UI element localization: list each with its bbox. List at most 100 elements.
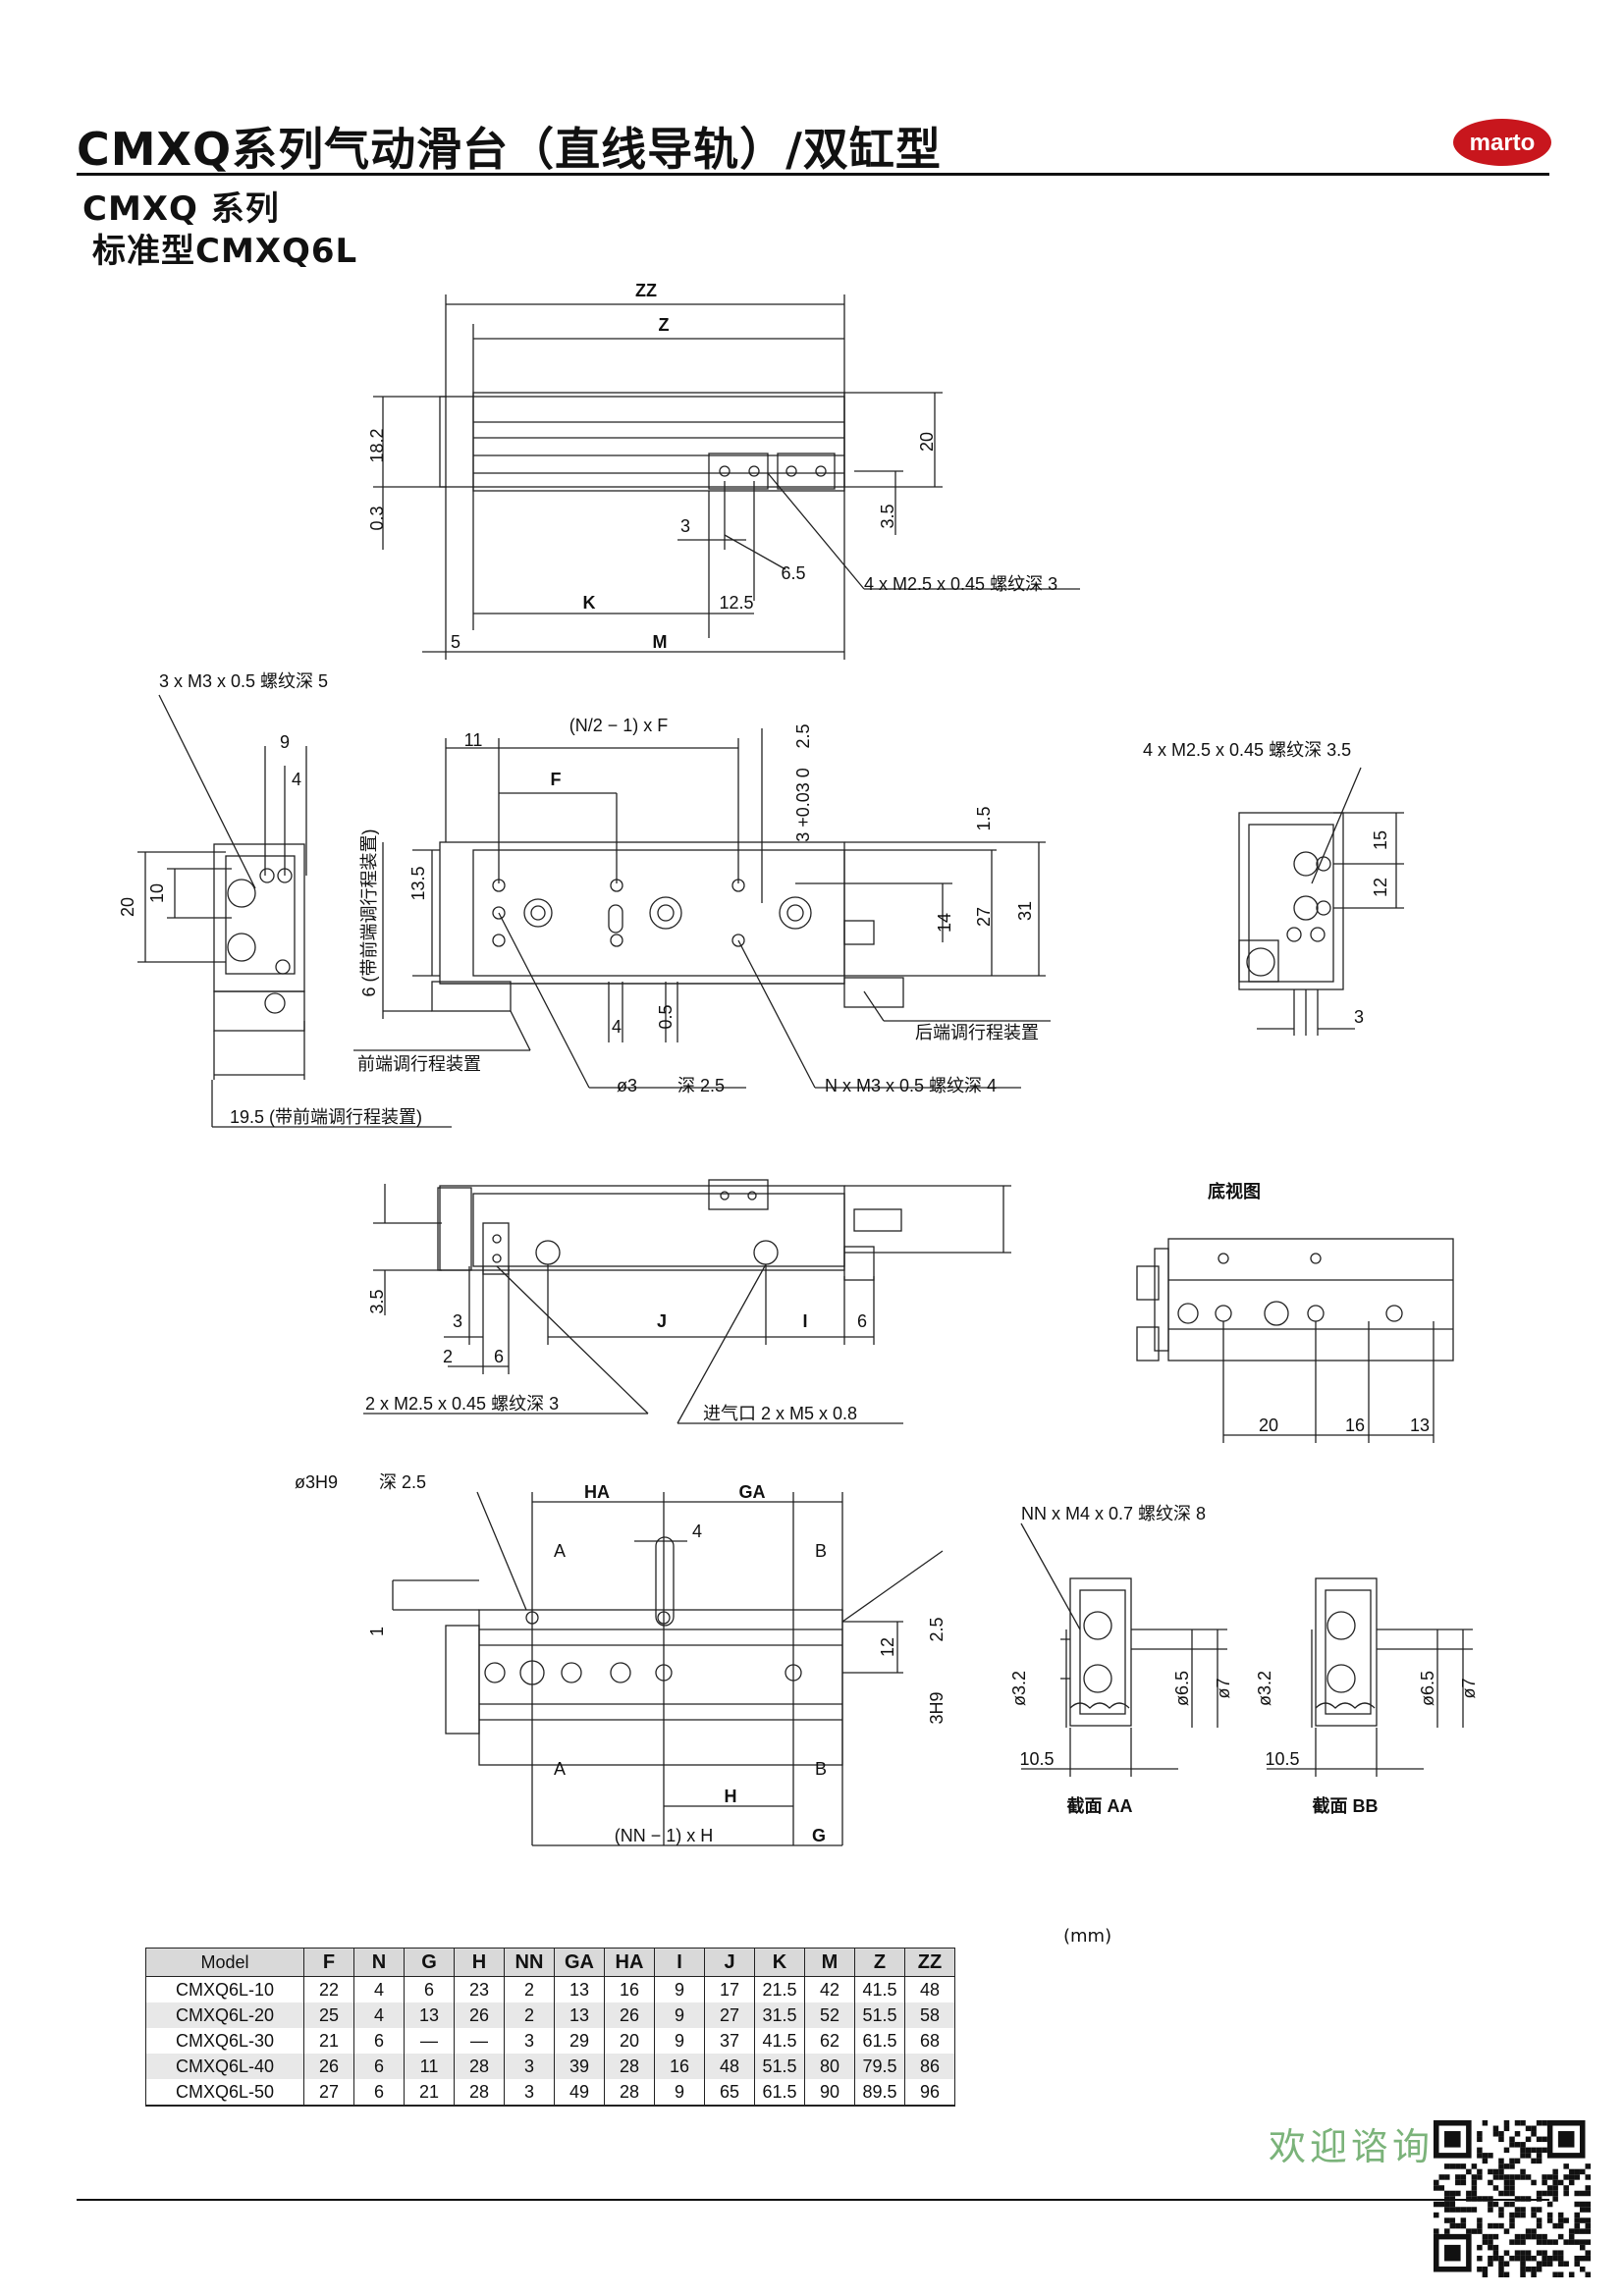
value-cell: 28 bbox=[604, 2079, 655, 2107]
dim-0-3: 0.3 bbox=[367, 506, 387, 530]
table-header-f: F bbox=[303, 1948, 354, 1977]
value-cell: 26 bbox=[303, 2054, 354, 2079]
qr-code bbox=[1434, 2120, 1591, 2277]
value-cell: 42 bbox=[804, 1976, 855, 2002]
dim-2-5-lower: 2.5 bbox=[927, 1617, 947, 1641]
dim-tol-03: 3 +0.03 0 bbox=[793, 768, 813, 842]
dim-13: 13 bbox=[1410, 1415, 1430, 1435]
value-cell: 2 bbox=[504, 1976, 555, 2002]
dim-3-end: 3 bbox=[1354, 1007, 1364, 1027]
value-cell: 26 bbox=[454, 2002, 505, 2028]
value-cell: 6 bbox=[353, 2028, 405, 2054]
label-section-bb: 截面 BB bbox=[1313, 1795, 1379, 1816]
section-b-top: B bbox=[815, 1541, 827, 1561]
page-title: CMXQ系列气动滑台（直线导轨）/双缸型 bbox=[77, 123, 942, 176]
brand-logo: marto bbox=[1453, 119, 1551, 166]
callout-hole3: ø3 bbox=[617, 1076, 637, 1095]
value-cell: 21.5 bbox=[754, 1976, 805, 2002]
value-cell: 9 bbox=[654, 2028, 705, 2054]
dim-1: 1 bbox=[367, 1627, 387, 1636]
dim-2-side: 2 bbox=[443, 1347, 453, 1366]
value-cell: 61.5 bbox=[854, 2028, 905, 2054]
value-cell: 68 bbox=[904, 2028, 955, 2054]
value-cell: 89.5 bbox=[854, 2079, 905, 2107]
table-header-ha: HA bbox=[604, 1948, 655, 1977]
dim-3: 3 bbox=[680, 516, 690, 536]
dim-7-b: ø7 bbox=[1459, 1678, 1479, 1698]
value-cell: 9 bbox=[654, 1976, 705, 2002]
dim-6-5-b: ø6.5 bbox=[1418, 1671, 1437, 1706]
dim-3-side: 3 bbox=[453, 1311, 462, 1331]
value-cell: 26 bbox=[604, 2002, 655, 2028]
section-a-bottom: A bbox=[554, 1759, 566, 1779]
label-rear-stroke: 后端调行程装置 bbox=[915, 1023, 1039, 1042]
dim-h: H bbox=[725, 1787, 737, 1806]
value-cell: 9 bbox=[654, 2079, 705, 2107]
dim-16: 16 bbox=[1345, 1415, 1365, 1435]
section-a-top: A bbox=[554, 1541, 566, 1561]
table-header-z: Z bbox=[854, 1948, 905, 1977]
value-cell: 17 bbox=[704, 1976, 755, 2002]
callout-m25-2-thread: 2 x M2.5 x 0.45 螺纹深 3 bbox=[365, 1394, 559, 1414]
model-cell: CMXQ6L-20 bbox=[145, 2002, 304, 2028]
value-cell: 22 bbox=[303, 1976, 354, 2002]
dim-4: 4 bbox=[292, 770, 301, 789]
value-cell: 39 bbox=[554, 2054, 605, 2079]
dim-5: 5 bbox=[451, 632, 460, 652]
value-cell: 13 bbox=[404, 2002, 455, 2028]
dim-m: M bbox=[653, 632, 668, 652]
callout-nn-m4: NN x M4 x 0.7 螺纹深 8 bbox=[1021, 1504, 1206, 1523]
dim-6-5: 6.5 bbox=[781, 563, 805, 583]
value-cell: 13 bbox=[554, 2002, 605, 2028]
value-cell: 20 bbox=[604, 2028, 655, 2054]
value-cell: 48 bbox=[904, 1976, 955, 2002]
dim-9: 9 bbox=[280, 732, 290, 752]
dim-2-5: 2.5 bbox=[793, 723, 813, 748]
value-cell: 16 bbox=[654, 2054, 705, 2079]
unit-label: (mm) bbox=[1063, 1926, 1112, 1947]
dim-zz: ZZ bbox=[635, 281, 657, 300]
dim-10-5-a: 10.5 bbox=[1019, 1749, 1054, 1769]
footer-rule bbox=[77, 2199, 1549, 2201]
value-cell: 79.5 bbox=[854, 2054, 905, 2079]
value-cell: 31.5 bbox=[754, 2002, 805, 2028]
dim-15: 15 bbox=[1371, 830, 1390, 850]
value-cell: 21 bbox=[404, 2079, 455, 2107]
dim-front-stroke-6: 6 (带前端调行程装置) bbox=[359, 829, 379, 997]
value-cell: — bbox=[404, 2028, 455, 2054]
dim-12-lower: 12 bbox=[878, 1637, 897, 1657]
dim-1-5: 1.5 bbox=[974, 806, 994, 830]
dim-7-a: ø7 bbox=[1214, 1678, 1233, 1698]
dim-4-slot: 4 bbox=[612, 1017, 622, 1037]
table-header-ga: GA bbox=[554, 1948, 605, 1977]
dim-3-2-b: ø3.2 bbox=[1255, 1671, 1274, 1706]
table-header-m: M bbox=[804, 1948, 855, 1977]
dim-13-5: 13.5 bbox=[408, 866, 428, 900]
footer-welcome: 欢迎谘询 bbox=[1269, 2125, 1435, 2168]
table-header-nn: NN bbox=[504, 1948, 555, 1977]
dim-11: 11 bbox=[464, 730, 483, 750]
value-cell: 13 bbox=[554, 1976, 605, 2002]
dim-20-bottom: 20 bbox=[1259, 1415, 1278, 1435]
value-cell: 4 bbox=[353, 1976, 405, 2002]
dim-6-5-a: ø6.5 bbox=[1172, 1671, 1192, 1706]
table-header-i: I bbox=[654, 1948, 705, 1977]
value-cell: 16 bbox=[604, 1976, 655, 2002]
value-cell: 37 bbox=[704, 2028, 755, 2054]
callout-m3-thread5: 3 x M3 x 0.5 螺纹深 5 bbox=[159, 671, 328, 691]
table-header-g: G bbox=[404, 1948, 455, 1977]
callout-side-hole: 3H9 bbox=[927, 1691, 947, 1724]
value-cell: 51.5 bbox=[854, 2002, 905, 2028]
dim-3-5-side: 3.5 bbox=[367, 1289, 387, 1313]
value-cell: 48 bbox=[704, 2054, 755, 2079]
value-cell: 96 bbox=[904, 2079, 955, 2107]
value-cell: 28 bbox=[454, 2054, 505, 2079]
dim-6-side: 6 bbox=[857, 1311, 867, 1331]
value-cell: 6 bbox=[404, 1976, 455, 2002]
value-cell: 11 bbox=[404, 2054, 455, 2079]
dim-3-2-a: ø3.2 bbox=[1009, 1671, 1029, 1706]
